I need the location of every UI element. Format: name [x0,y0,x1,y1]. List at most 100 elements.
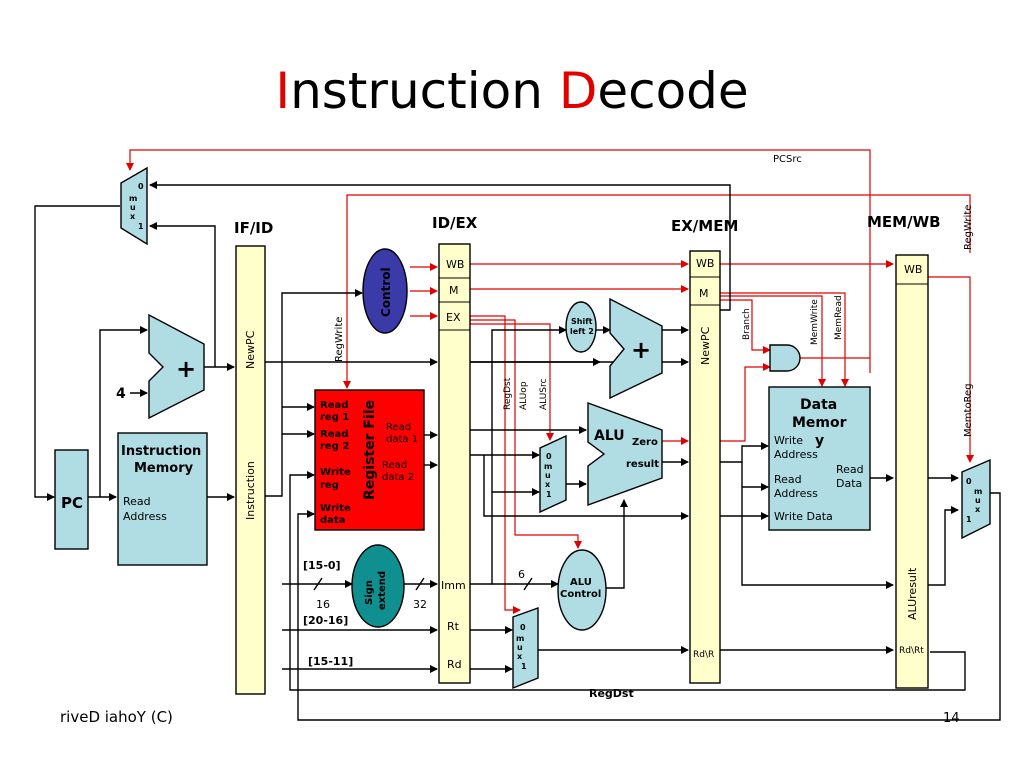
title-cap-i: I [275,62,291,120]
memtoreg-mux-0: 0 [966,477,972,486]
shift-b: left 2 [570,327,594,336]
ifid-instruction: Instruction [244,461,257,520]
imm-to-shift [491,326,567,492]
dmem-title-3: y [815,433,824,449]
shift-a: Shift [571,317,593,326]
idex-ex-field: EX [446,311,461,324]
read-reg1-a: Read [320,400,348,411]
pc-mux [120,166,148,246]
memread-wire [720,292,849,387]
instr-to-control [265,289,363,497]
read-reg2-b: reg 2 [320,441,349,452]
dmem-read-a: Read [774,473,802,486]
memwb-aluresult: ALUresult [906,567,919,620]
alusrc-label: ALUSrc [539,378,549,410]
read-data2-a: Read [382,460,407,471]
read-reg2-a: Read [320,429,348,440]
regwrite-wb-label: RegWrite [963,205,974,250]
dmem-read-data-b: Data [836,477,862,490]
write-data-b: data [320,515,345,526]
bits-15-0: [15-0] [303,559,341,572]
memread-label: MemRead [834,295,844,340]
slide-title: Instruction Decode [0,62,1024,120]
aluop-wire [470,319,582,549]
alu-label: ALU [594,428,625,444]
title-cap-d: D [558,62,598,120]
memtoreg-mux-x: x [975,505,981,514]
exmem-wb-field: WB [696,257,714,270]
alu-control-a: ALU [570,577,592,588]
control-label: Control [379,267,393,317]
alu [587,401,663,507]
sign-a: Sign [364,580,375,605]
read-data2-b: data 2 [382,472,414,483]
register-file [314,389,425,531]
imem-title-1: Instruction [121,444,201,459]
memwrite-wire [720,295,826,387]
pcmux-x: x [130,212,136,221]
data-wires [34,181,1001,721]
write-data-a: Write [320,503,351,514]
memtoreg-mux [961,458,991,540]
imem-read-1: Read [123,495,151,508]
branch-adder-plus: + [631,336,651,364]
page-number: 14 [943,711,960,726]
read-data1-b: data 1 [386,434,418,445]
memwrite-label: MemWrite [810,299,820,345]
mem-wb-label: MEM/WB [867,213,941,231]
id-ex-label: ID/EX [432,214,478,232]
alusrc-mux-m: m [544,462,552,471]
exmem-to-dmem-write-addr [720,442,769,463]
bits-20-16: [20-16] [303,614,348,627]
dmem-title-2: Memor [792,415,847,431]
pc-adder-plus: + [176,355,196,383]
four-label: 4 [116,386,126,402]
idex-rd-field: Rd [447,658,462,671]
branch-and-gate [769,344,801,372]
regdst-mux-u: u [517,643,523,652]
id-ex-register [438,243,471,684]
idex-rt-field: Rt [447,620,460,633]
pcmux-m: m [129,194,137,203]
regdst-label: RegDst [503,377,513,410]
branch-adder [609,297,663,400]
ex-mem-register [689,250,721,684]
idex-m-field: M [449,284,459,297]
exmem-to-memwb-alures [741,487,894,589]
title-text-2: ecode [597,62,749,120]
memtoreg-mux-1: 1 [966,515,972,524]
regwrite-wire [343,194,971,389]
dmem-write-data: Write Data [774,510,833,523]
pcmux-u: u [130,203,136,212]
control-unit [362,248,408,334]
dmem-read-data-a: Read [836,463,864,476]
memtoreg-label: MemtoReg [963,383,974,437]
aluop-label: ALUop [519,381,529,410]
write-reg-wire [289,471,966,691]
memwb-wb-field: WB [904,263,922,276]
alu-control-b: Control [560,589,601,600]
dmem-write-b: Address [774,448,818,461]
read-data1-a: Read [386,422,411,433]
control-wires [126,149,974,614]
dmem-write-a: Write [774,434,803,447]
if-id-label: IF/ID [234,219,273,237]
ifid-newpc: NewPC [244,330,257,369]
instruction-memory [117,432,208,566]
exmem-to-dmem-read-addr [741,462,769,491]
memwb-rd-field: Rd\Rt [899,646,924,656]
imem-title-2: Memory [134,461,194,476]
width-32: 32 [413,598,427,611]
regdst-bottom-label: RegDst [589,687,634,700]
regdst-mux-0: 0 [520,623,526,632]
alu-control [557,549,607,631]
pcsrc-wire [126,149,871,373]
pcsrc-label: PCSrc [773,154,802,165]
pc-label: PC [61,494,83,512]
exmem-m-field: M [699,287,709,300]
width-16: 16 [316,598,330,611]
if-id-register [235,245,266,695]
memtoreg-wire [928,276,974,463]
rd2-to-exmem [483,455,689,520]
